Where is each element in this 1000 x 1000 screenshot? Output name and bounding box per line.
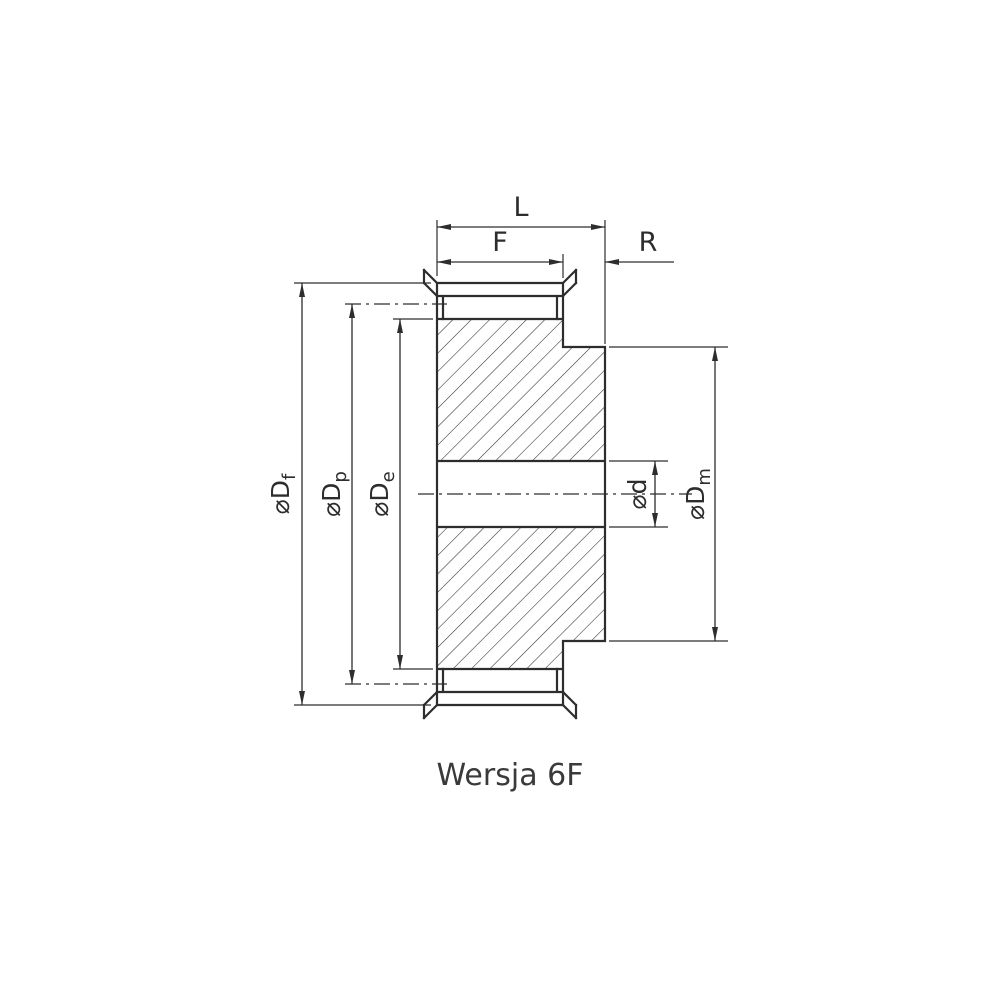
dimension-Df: ⌀Df xyxy=(266,282,431,706)
dim-label-Df: ⌀Df xyxy=(266,473,300,514)
dim-label-Dm: ⌀Dm xyxy=(681,468,715,520)
dimension-Dp: ⌀Dp xyxy=(317,304,355,684)
dimension-L: L xyxy=(436,192,606,344)
flange-top xyxy=(422,268,578,321)
dimension-F: F xyxy=(437,227,564,278)
dimension-R: R xyxy=(605,227,674,265)
dim-label-L: L xyxy=(513,192,528,223)
dim-label-R: R xyxy=(639,227,658,258)
flange-bottom xyxy=(422,667,578,720)
flange-top-outline xyxy=(422,268,578,321)
dim-label-Dp: ⌀Dp xyxy=(317,471,351,517)
dimension-De: ⌀De xyxy=(365,318,433,670)
dim-label-F: F xyxy=(492,227,508,258)
drawing-caption: Wersja 6F xyxy=(437,758,584,793)
dimension-d: ⌀d xyxy=(609,460,668,528)
dimension-Dm: ⌀Dm xyxy=(609,346,728,642)
dim-label-d: ⌀d xyxy=(623,479,652,510)
flange-bottom-outline xyxy=(422,667,578,720)
dim-label-De: ⌀De xyxy=(365,471,399,516)
hatched-upper-section xyxy=(437,319,605,461)
hatched-lower-section xyxy=(437,527,605,669)
